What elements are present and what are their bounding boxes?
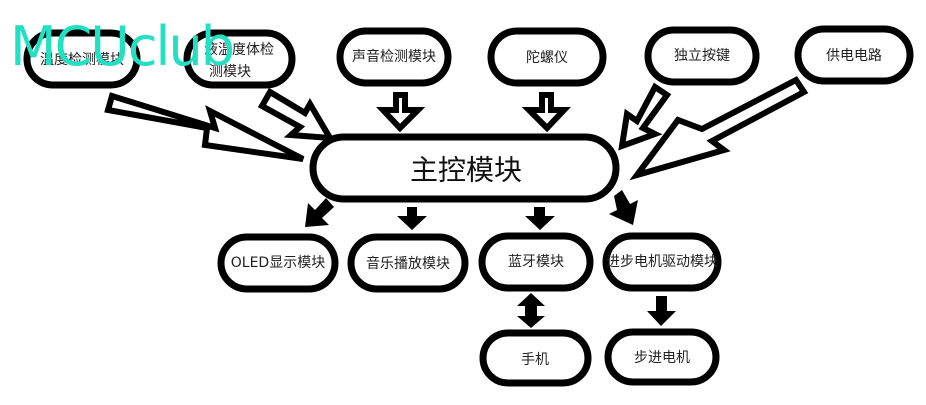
arrow-power-to-main [629, 76, 809, 181]
node-main-controller: 主控模块 [309, 133, 620, 203]
node-bluetooth: 蓝牙模块 [478, 232, 594, 292]
arrow-main-to-bluetooth [525, 207, 555, 230]
node-label: 步进电机 [634, 350, 690, 366]
node-sound-detection: 声音检测模块 [336, 27, 452, 87]
node-temperature-detection: 温度检测模块 [23, 29, 141, 89]
node-label: 独立按键 [674, 48, 730, 64]
arrow-driver-to-motor [647, 296, 676, 326]
node-label: 音乐播放模块 [366, 255, 450, 272]
node-phone: 手机 [479, 329, 592, 387]
node-label: 声音检测模块 [352, 48, 436, 65]
node-power-supply: 供电电路 [794, 25, 914, 85]
arrow-button-to-main [618, 82, 672, 151]
node-music-player: 音乐播放模块 [347, 233, 469, 293]
arrow-bluetooth-phone-bidirectional [517, 293, 545, 328]
node-label: 供电电路 [826, 48, 882, 64]
node-stepper-motor: 步进电机 [604, 328, 720, 386]
node-independent-button: 独立按键 [644, 26, 760, 86]
node-label: 手机 [521, 352, 549, 368]
node-label: 陀螺仪 [526, 50, 568, 66]
arrow-main-to-music [397, 207, 427, 230]
node-label-line2: 测模块 [209, 64, 251, 80]
node-liquid-detection: 液温度体检 测模块 [183, 29, 296, 89]
node-stepper-driver: 进步电机驱动模块 [602, 232, 722, 292]
arrow-temp-to-main [104, 92, 305, 162]
arrow-gyro-to-main [521, 92, 571, 133]
node-gyroscope: 陀螺仪 [487, 27, 607, 87]
node-label: 蓝牙模块 [508, 254, 564, 270]
arrow-main-to-oled [305, 198, 334, 227]
arrow-liquid-to-main [257, 87, 336, 142]
node-label: 进步电机驱动模块 [606, 254, 718, 270]
node-label-line1: 液温度体检 [204, 42, 274, 58]
arrow-main-to-stepper-driver [609, 190, 638, 225]
arrow-sound-to-main [376, 92, 426, 133]
watermark-logo: MCUclub [10, 15, 235, 78]
node-label: OLED显示模块 [231, 255, 325, 271]
main-node-label: 主控模块 [410, 154, 522, 187]
node-oled-display: OLED显示模块 [217, 233, 339, 293]
node-label: 温度检测模块 [40, 52, 124, 68]
